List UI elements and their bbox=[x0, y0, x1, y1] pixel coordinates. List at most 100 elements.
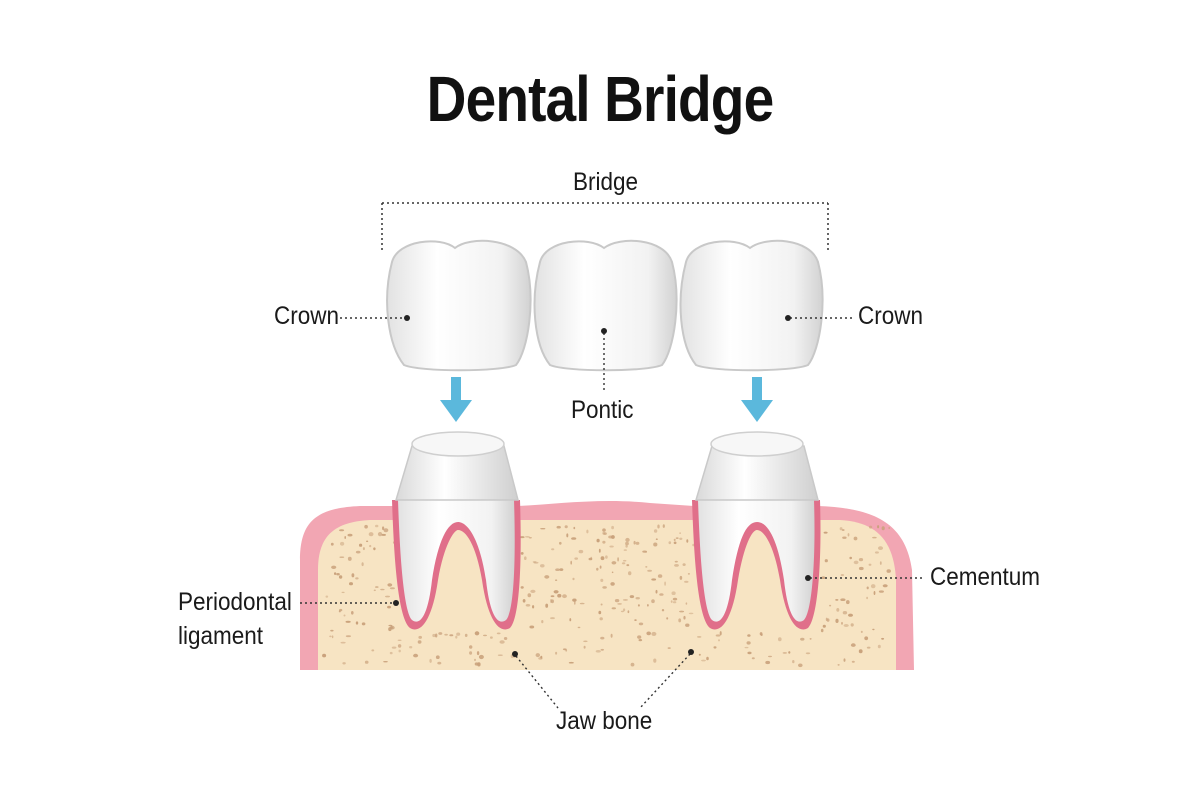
bone-speck bbox=[345, 620, 351, 623]
bone-speck bbox=[583, 640, 588, 643]
bone-speck bbox=[559, 568, 564, 571]
bone-speck bbox=[869, 525, 873, 529]
bone-speck bbox=[520, 586, 524, 589]
bone-speck bbox=[647, 604, 649, 607]
bone-speck bbox=[651, 578, 657, 581]
label-periodontal-line2: ligament bbox=[178, 622, 264, 650]
bone-speck bbox=[391, 646, 397, 649]
bone-speck bbox=[657, 574, 663, 578]
bone-speck bbox=[474, 631, 480, 636]
label-crown-left: Crown bbox=[274, 302, 340, 330]
bone-speck bbox=[628, 571, 632, 576]
bone-specks bbox=[322, 524, 891, 668]
bone-speck bbox=[679, 532, 681, 534]
bone-speck bbox=[747, 651, 752, 655]
leader-lines bbox=[300, 317, 925, 709]
bone-speck bbox=[377, 532, 383, 537]
bone-speck bbox=[574, 601, 576, 605]
bone-speck bbox=[362, 547, 365, 551]
bone-speck bbox=[698, 653, 701, 656]
bone-speck bbox=[564, 525, 568, 529]
label-crown-right: Crown bbox=[858, 302, 924, 330]
bone-speck bbox=[651, 599, 655, 604]
bone-speck bbox=[322, 653, 327, 658]
bone-speck bbox=[355, 550, 361, 554]
bone-speck bbox=[860, 630, 863, 634]
bone-speck bbox=[678, 618, 682, 623]
bone-speck bbox=[478, 654, 484, 660]
bone-speck bbox=[686, 539, 689, 543]
bone-speck bbox=[673, 541, 677, 545]
bone-speck bbox=[499, 640, 505, 644]
bone-speck bbox=[872, 628, 875, 631]
bone-speck bbox=[848, 613, 853, 617]
bone-speck bbox=[685, 602, 688, 605]
bone-speck bbox=[525, 604, 531, 607]
bone-speck bbox=[687, 573, 691, 575]
bone-speck bbox=[569, 618, 572, 622]
bone-speck bbox=[530, 589, 536, 594]
bone-speck bbox=[635, 597, 640, 600]
bone-speck bbox=[524, 556, 527, 560]
bone-speck bbox=[685, 623, 690, 627]
bone-speck bbox=[614, 599, 620, 603]
bone-speck bbox=[540, 528, 546, 530]
bone-speck bbox=[610, 582, 615, 586]
bone-speck bbox=[611, 561, 617, 565]
bone-speck bbox=[846, 600, 850, 605]
bone-speck bbox=[670, 600, 673, 603]
bone-speck bbox=[464, 633, 468, 638]
bone-speck bbox=[529, 625, 535, 629]
bone-speck bbox=[338, 610, 341, 613]
bone-speck bbox=[747, 634, 751, 637]
bone-speck bbox=[444, 633, 448, 636]
bone-speck bbox=[519, 536, 525, 539]
bone-speck bbox=[413, 653, 419, 658]
bone-speck bbox=[610, 633, 613, 638]
bone-speck bbox=[343, 614, 346, 617]
bone-speck bbox=[625, 541, 629, 546]
bone-speck bbox=[792, 660, 795, 664]
bone-speck bbox=[659, 593, 664, 596]
bone-speck bbox=[825, 617, 828, 621]
bone-speck bbox=[759, 632, 763, 636]
bone-speck bbox=[550, 599, 553, 603]
bone-speck bbox=[557, 593, 562, 598]
bone-speck bbox=[599, 617, 603, 621]
bone-speck bbox=[626, 564, 630, 567]
bone-speck bbox=[853, 560, 859, 565]
bone-speck bbox=[373, 547, 376, 551]
bone-speck bbox=[435, 655, 440, 659]
bone-speck bbox=[474, 662, 479, 666]
bone-speck bbox=[633, 540, 636, 545]
bone-speck bbox=[572, 577, 575, 581]
bone-speck bbox=[595, 650, 601, 653]
bone-speck bbox=[843, 658, 846, 662]
bone-speck bbox=[664, 581, 666, 586]
bone-speck bbox=[586, 529, 589, 534]
bone-speck bbox=[551, 548, 555, 551]
bone-speck bbox=[380, 588, 385, 591]
bone-speck bbox=[522, 599, 526, 603]
bone-speck bbox=[840, 574, 845, 576]
bone-speck bbox=[602, 528, 606, 532]
bone-speck bbox=[858, 649, 863, 654]
bone-speck bbox=[570, 560, 572, 565]
bone-speck bbox=[655, 538, 658, 540]
bone-speck bbox=[541, 620, 544, 624]
bone-speck bbox=[566, 533, 569, 538]
bone-speck bbox=[877, 525, 880, 529]
bone-speck bbox=[418, 635, 423, 639]
bone-speck bbox=[881, 526, 885, 531]
bone-speck bbox=[647, 569, 652, 572]
bone-speck bbox=[390, 626, 393, 629]
bone-speck bbox=[853, 536, 858, 541]
bone-speck bbox=[667, 647, 671, 649]
bone-speck bbox=[456, 632, 461, 636]
bone-speck bbox=[568, 661, 574, 664]
bone-speck bbox=[842, 611, 848, 615]
bone-speck bbox=[839, 527, 843, 531]
bone-speck bbox=[666, 617, 669, 620]
bone-speck bbox=[673, 538, 676, 542]
bone-speck bbox=[520, 552, 524, 555]
